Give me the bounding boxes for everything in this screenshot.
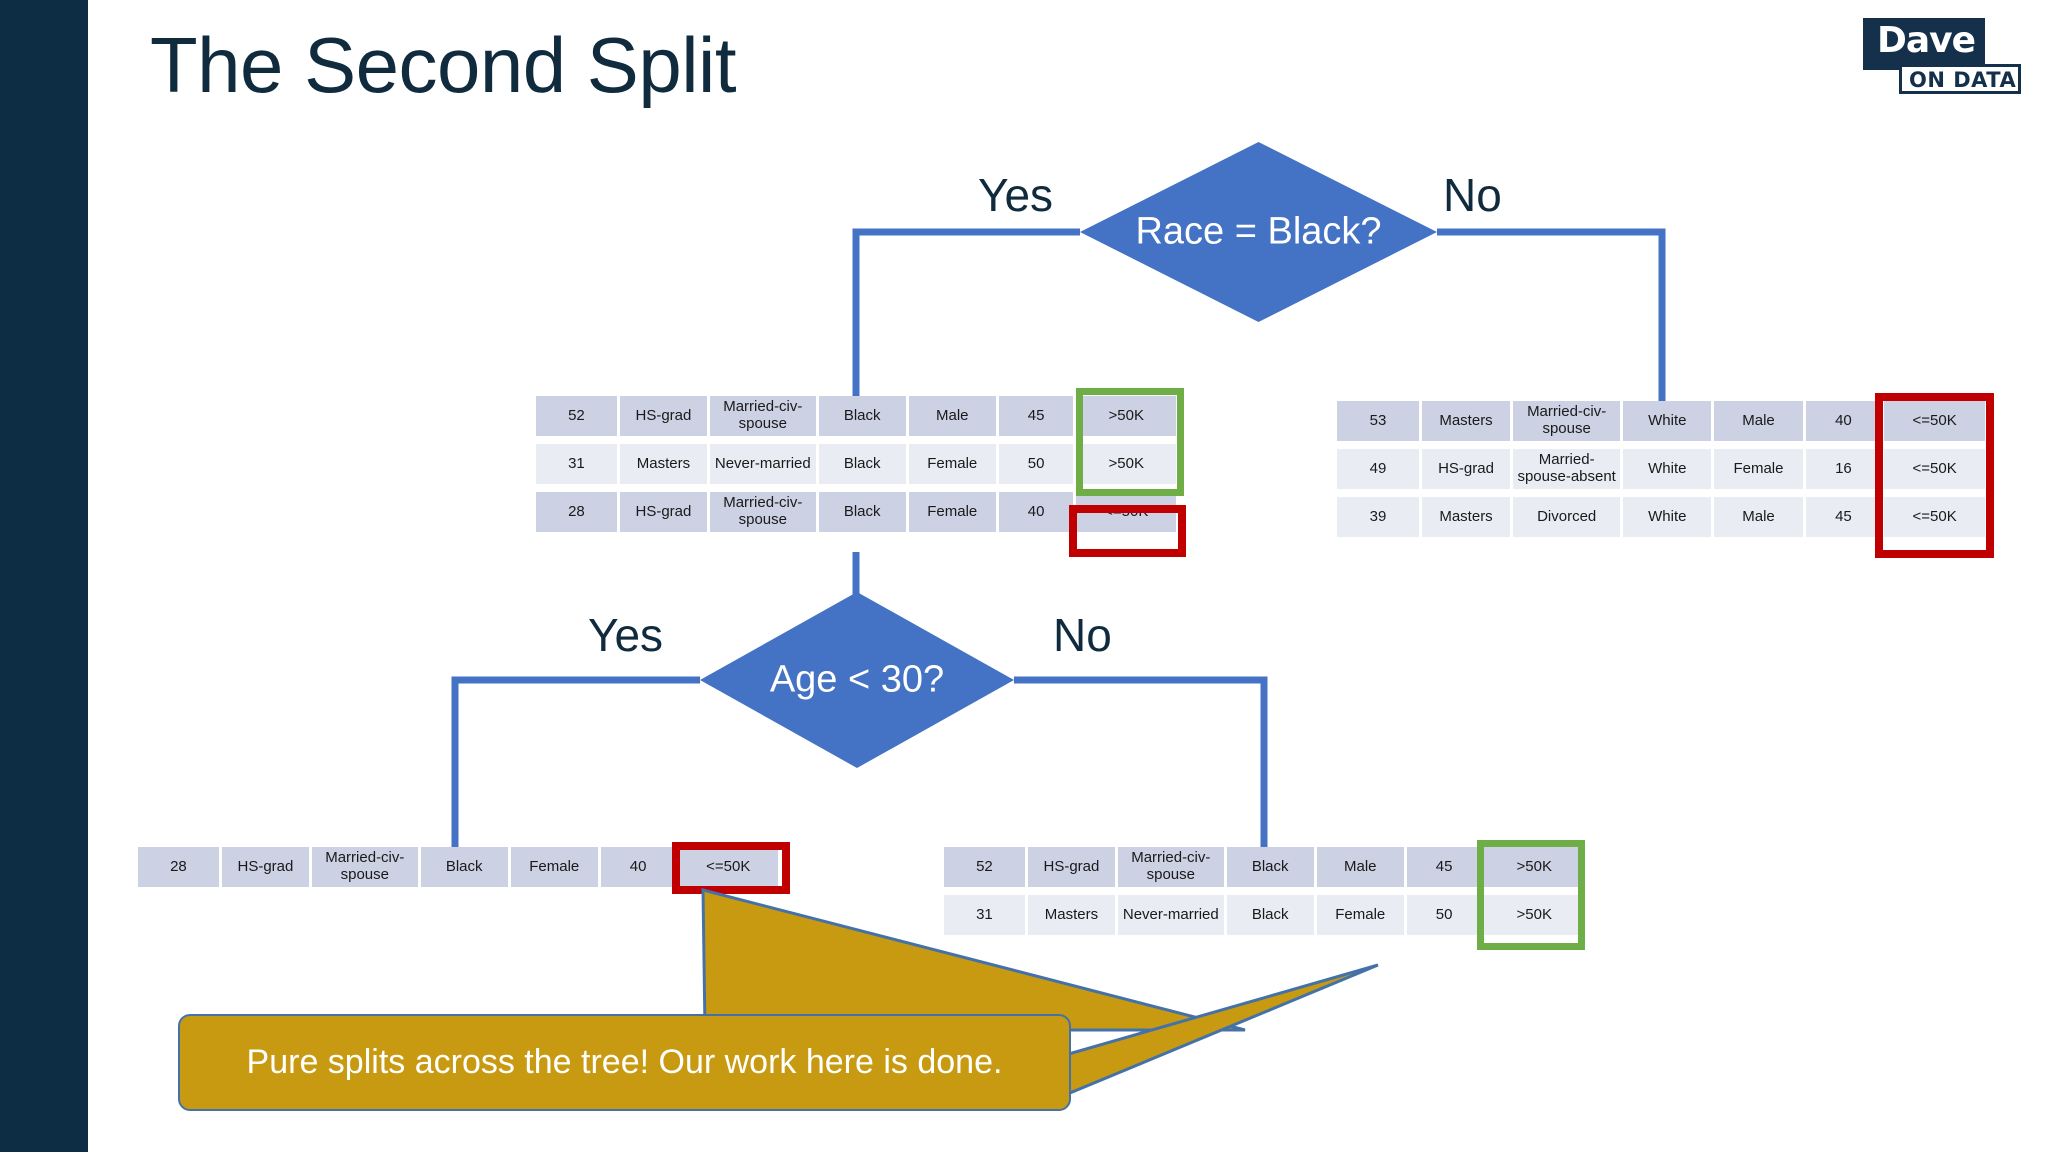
table-cell: Black: [818, 444, 906, 484]
connector-root-yes: [852, 228, 1080, 402]
table-cell: 50: [998, 444, 1074, 484]
logo-name: Dave: [1877, 20, 1976, 61]
page-title: The Second Split: [150, 21, 737, 109]
table-cell: Female: [908, 444, 996, 484]
decision-node-age[interactable]: Age < 30?: [700, 592, 1014, 768]
table-cell: Married-civ-spouse: [1117, 847, 1224, 887]
table-cell: White: [1623, 401, 1712, 441]
table-cell: 28: [536, 492, 617, 532]
table-cell: Married-spouse-absent: [1513, 449, 1621, 489]
table-cell: 28: [138, 847, 219, 887]
table-cell: 50: [1406, 895, 1482, 935]
table-cell: 52: [944, 847, 1025, 887]
decision-node-race[interactable]: Race = Black?: [1080, 142, 1437, 322]
table-cell: >50K: [1484, 895, 1584, 935]
callout-tail-left: [701, 888, 1246, 1032]
table-cell: <=50K: [678, 847, 778, 887]
table-cell: Married-civ-spouse: [709, 492, 816, 532]
table-cell: Married-civ-spouse: [709, 396, 816, 436]
table-cell: Masters: [619, 444, 707, 484]
table-cell: Masters: [1421, 401, 1511, 441]
table-cell: Male: [1316, 847, 1404, 887]
table-cell: >50K: [1076, 396, 1176, 436]
branch-label-race-no: No: [1443, 169, 1502, 221]
table-cell: 45: [998, 396, 1074, 436]
logo-top-block: Dave: [1863, 18, 1985, 70]
table-cell: Black: [818, 492, 906, 532]
table-cell: Married-civ-spouse: [311, 847, 418, 887]
logo-bottom-block: ON DATA: [1899, 64, 2021, 94]
table-cell: 40: [600, 847, 676, 887]
table-cell: Female: [1316, 895, 1404, 935]
table-cell: 40: [998, 492, 1074, 532]
table-cell: <=50K: [1884, 497, 1985, 537]
table-cell: 31: [944, 895, 1025, 935]
branch-label-race-yes: Yes: [978, 169, 1054, 221]
table-cell: 45: [1805, 497, 1882, 537]
table-cell: HS-grad: [221, 847, 309, 887]
logo-tagline: ON DATA: [1909, 68, 2017, 92]
table-cell: White: [1623, 497, 1712, 537]
table-cell: <=50K: [1884, 401, 1985, 441]
table-cell: 49: [1337, 449, 1419, 489]
table-cell: Male: [1714, 497, 1803, 537]
left-accent-bar: [0, 0, 88, 1152]
table-cell: HS-grad: [619, 492, 707, 532]
table-cell: Male: [1714, 401, 1803, 441]
table-cell: HS-grad: [1421, 449, 1511, 489]
table-cell: 45: [1406, 847, 1482, 887]
table-cell: HS-grad: [619, 396, 707, 436]
table-cell: Black: [818, 396, 906, 436]
table-cell: Female: [510, 847, 598, 887]
table-cell: Married-civ-spouse: [1513, 401, 1621, 441]
connector-age-no: [1014, 676, 1268, 852]
table-cell: Black: [1226, 895, 1314, 935]
callout-text: Pure splits across the tree! Our work he…: [246, 1043, 1003, 1081]
table-cell: HS-grad: [1027, 847, 1115, 887]
table-cell: 16: [1805, 449, 1882, 489]
table-cell: Masters: [1421, 497, 1511, 537]
table-cell: White: [1623, 449, 1712, 489]
branch-label-age-yes: Yes: [588, 609, 664, 661]
table-cell: Never-married: [1117, 895, 1224, 935]
table-cell: Black: [420, 847, 508, 887]
table-cell: Divorced: [1513, 497, 1621, 537]
table-cell: >50K: [1076, 444, 1176, 484]
callout-banner: Pure splits across the tree! Our work he…: [178, 1014, 1071, 1111]
table-cell: 31: [536, 444, 617, 484]
connector-age-yes: [451, 676, 700, 852]
decision-node-age-label: Age < 30?: [769, 658, 945, 701]
logo: Dave ON DATA: [1863, 18, 2023, 106]
table-cell: 52: [536, 396, 617, 436]
table-cell: 53: [1337, 401, 1419, 441]
branch-label-age-no: No: [1053, 609, 1112, 661]
table-cell: 40: [1805, 401, 1882, 441]
table-cell: Black: [1226, 847, 1314, 887]
table-cell: Never-married: [709, 444, 816, 484]
table-cell: Female: [1714, 449, 1803, 489]
table-cell: <=50K: [1884, 449, 1985, 489]
connector-root-no: [1437, 228, 1666, 402]
decision-node-race-label: Race = Black?: [1135, 210, 1382, 253]
table-cell: Female: [908, 492, 996, 532]
table-cell: >50K: [1484, 847, 1584, 887]
table-cell: Male: [908, 396, 996, 436]
table-cell: 39: [1337, 497, 1419, 537]
table-cell: Masters: [1027, 895, 1115, 935]
